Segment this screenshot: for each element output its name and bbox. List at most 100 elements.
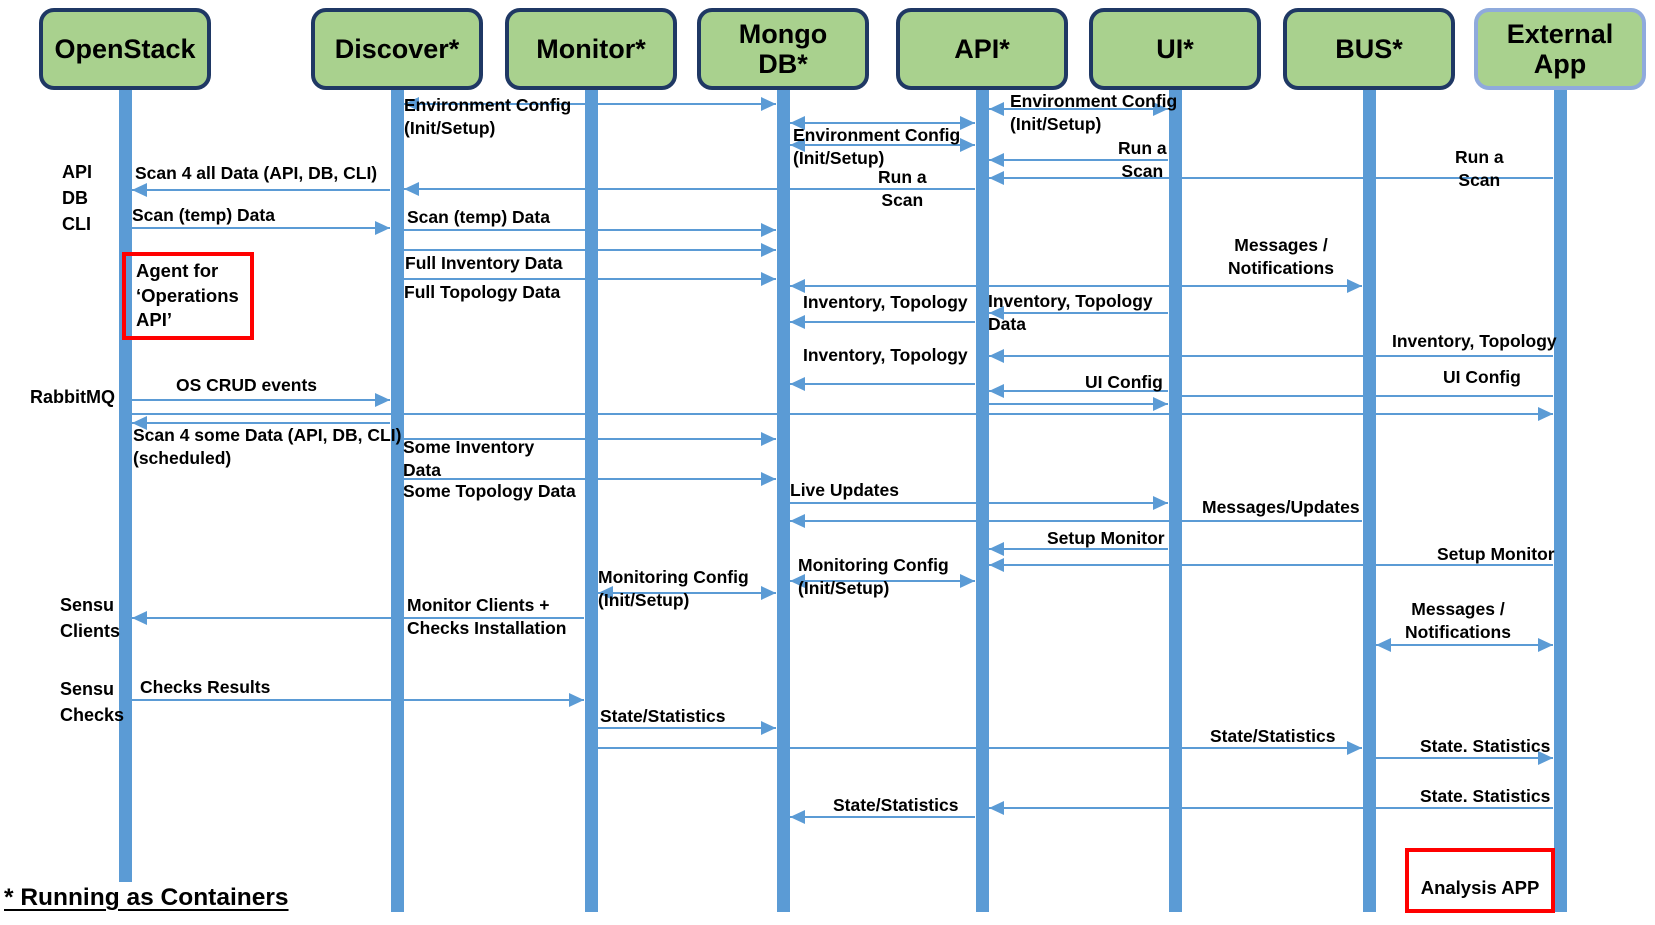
arrowhead-right-34 xyxy=(761,721,776,735)
arrowhead-right-12 xyxy=(1347,279,1362,293)
arrowhead-left-17 xyxy=(989,384,1004,398)
message-label-12: Messages / Notifications xyxy=(1228,235,1334,278)
arrowhead-left-26 xyxy=(790,514,805,528)
side-label-sensu-checks: Sensu Checks xyxy=(60,679,125,726)
message-label-10: Full Inventory Data xyxy=(405,253,563,273)
message-line-mongodb-to-bus xyxy=(790,285,1362,287)
message-line-monitor-to-mongodb xyxy=(598,592,776,594)
arrowhead-right-35 xyxy=(1347,741,1362,755)
message-label-4: Run a Scan xyxy=(1118,138,1167,181)
arrowhead-right-29 xyxy=(960,574,975,588)
message-label-5: Run a Scan xyxy=(1455,147,1504,190)
arrowhead-left-1 xyxy=(989,102,1004,116)
arrowhead-left-27 xyxy=(989,542,1004,556)
message-label-38: State/Statistics xyxy=(833,795,959,815)
message-label-16: Inventory, Topology xyxy=(803,345,968,365)
message-line-ui-to-api xyxy=(989,548,1168,550)
arrowhead-left-12 xyxy=(790,279,805,293)
message-label-28: Setup Monitor xyxy=(1437,544,1555,564)
arrowhead-left-31 xyxy=(132,611,147,625)
message-label-6: Run a Scan xyxy=(878,167,927,210)
arrowhead-right-10 xyxy=(761,243,776,257)
message-label-9: Scan (temp) Data xyxy=(407,207,550,227)
message-line-discover-to-openstack xyxy=(132,422,390,424)
message-line-mongodb-to-api xyxy=(790,144,975,146)
lifeline-monitor xyxy=(584,90,598,912)
arrowhead-left-7 xyxy=(132,183,147,197)
message-label-25: Live Updates xyxy=(790,480,899,500)
arrowhead-right-19 xyxy=(1153,397,1168,411)
message-label-14: Inventory, Topology xyxy=(803,292,968,312)
message-line-api-to-mongodb xyxy=(790,816,975,818)
arrowhead-right-30 xyxy=(761,586,776,600)
message-label-22: Scan 4 some Data (API, DB, CLI) (schedul… xyxy=(133,425,402,468)
arrowhead-right-9 xyxy=(761,223,776,237)
message-line-external-to-api xyxy=(989,564,1553,566)
message-label-15: Inventory, Topology xyxy=(1392,331,1557,351)
arrowhead-left-15 xyxy=(989,349,1004,363)
arrowhead-right-8 xyxy=(375,221,390,235)
message-line-external-to-api xyxy=(989,807,1553,809)
side-label-sensu-clients: Sensu Clients xyxy=(60,595,121,642)
message-label-8: Scan (temp) Data xyxy=(132,205,275,225)
message-line-openstack-to-discover xyxy=(132,227,390,229)
actor-box-mongodb: Mongo DB* xyxy=(697,8,869,90)
message-line-external-to-api xyxy=(989,355,1553,357)
arrowhead-left-3 xyxy=(790,138,805,152)
actor-box-api: API* xyxy=(896,8,1068,90)
message-label-29: Monitoring Config (Init/Setup) xyxy=(798,555,949,598)
actor-box-discover: Discover* xyxy=(311,8,483,90)
message-line-openstack-to-external xyxy=(132,413,1553,415)
message-label-24: Some Topology Data xyxy=(403,481,576,501)
arrowhead-left-38 xyxy=(790,810,805,824)
message-line-monitor-to-openstack xyxy=(132,617,584,619)
message-line-mongodb-to-api xyxy=(790,122,975,124)
arrowhead-left-32 xyxy=(1376,638,1391,652)
arrowhead-right-32 xyxy=(1538,638,1553,652)
message-label-0: Environment Config (Init/Setup) xyxy=(404,95,572,138)
actor-box-bus: BUS* xyxy=(1283,8,1455,90)
lifeline-external xyxy=(1553,90,1567,912)
message-label-1: Environment Config (Init/Setup) xyxy=(1010,91,1178,134)
arrowhead-right-20 xyxy=(1538,407,1553,421)
message-line-bus-to-external xyxy=(1376,757,1553,759)
message-label-27: Setup Monitor xyxy=(1047,528,1165,548)
side-label-rabbitmq: RabbitMQ xyxy=(30,387,115,407)
arrowhead-left-37 xyxy=(989,801,1004,815)
message-label-30: Monitoring Config (Init/Setup) xyxy=(598,567,749,610)
arrowhead-right-0 xyxy=(761,97,776,111)
arrowhead-right-3 xyxy=(960,138,975,152)
arrowhead-left-30 xyxy=(598,586,613,600)
message-label-35: State/Statistics xyxy=(1210,726,1336,746)
arrowhead-left-13 xyxy=(989,306,1004,320)
arrowhead-right-2 xyxy=(960,116,975,130)
lifeline-ui xyxy=(1168,90,1182,912)
lifeline-api xyxy=(975,90,989,912)
message-line-api-to-discover xyxy=(404,188,975,190)
message-line-api-to-mongodb xyxy=(790,321,975,323)
message-line-ui-to-api xyxy=(989,159,1168,161)
lifeline-discover xyxy=(390,90,404,912)
message-label-21: OS CRUD events xyxy=(176,375,318,395)
arrowhead-left-5 xyxy=(989,171,1004,185)
message-line-bus-to-external xyxy=(1376,644,1553,646)
actor-box-external: External App xyxy=(1474,8,1646,90)
message-line-discover-to-openstack xyxy=(132,189,390,191)
arrowhead-right-23 xyxy=(761,432,776,446)
message-label-23: Some Inventory Data xyxy=(403,437,535,480)
arrowhead-right-21 xyxy=(375,393,390,407)
message-label-18: UI Config xyxy=(1443,367,1521,387)
arrowhead-left-14 xyxy=(790,315,805,329)
message-line-monitor-to-mongodb xyxy=(598,727,776,729)
message-line-ui-to-api xyxy=(989,312,1168,314)
message-label-3: Environment Config (Init/Setup) xyxy=(793,125,961,168)
callout-agent: Agent for ‘Operations API’ xyxy=(122,252,254,340)
message-line-ui-to-api xyxy=(989,390,1168,392)
actor-box-monitor: Monitor* xyxy=(505,8,677,90)
arrowhead-right-25 xyxy=(1153,496,1168,510)
message-line-bus-to-mongodb xyxy=(790,520,1362,522)
message-label-34: State/Statistics xyxy=(600,706,726,726)
message-line-api-to-mongodb xyxy=(790,383,975,385)
message-line-external-to-api xyxy=(989,177,1553,179)
